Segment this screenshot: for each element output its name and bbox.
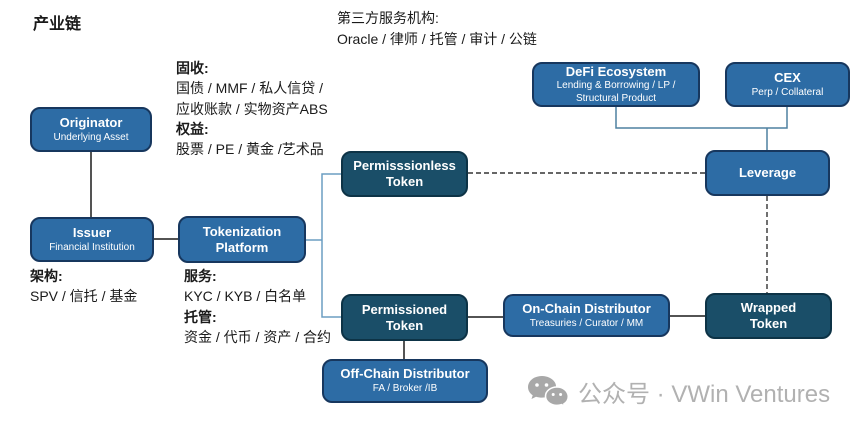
node-subtitle: Underlying Asset [53,131,129,143]
equity-items: 股票 / PE / 黄金 /艺术品 [176,141,324,158]
structure-heading: 架构: [30,268,63,284]
node-defi-ecosystem: DeFi Ecosystem Lending & Borrowing / LP … [532,62,700,107]
node-subtitle: FA / Broker /IB [372,383,438,395]
structure-note: 架构: SPV / 信托 / 基金 [30,266,180,307]
custody-items: 资金 / 代币 / 资产 / 合约 [184,328,332,345]
connector-defi-cex-leverage [615,107,788,150]
node-subtitle: Financial Institution [49,241,135,253]
node-title: Off-Chain Distributor [340,366,470,382]
node-title: Originator [59,114,123,130]
services-note: 服务: KYC / KYB / 白名单 托管: 资金 / 代币 / 资产 / 合… [184,266,334,347]
node-permissioned-token: Permissioned Token [341,294,468,341]
watermark-text: 公众号 · VWin Ventures [578,381,831,408]
services-items: KYC / KYB / 白名单 [184,288,307,305]
equity-heading: 权益: [176,120,209,137]
page-title: 产业链 [33,16,82,33]
third-party-services-note: 第三方服务机构: Oracle / 律师 / 托管 / 审计 / 公链 [337,8,537,50]
node-title: Leverage [738,165,797,181]
node-originator: Originator Underlying Asset [30,107,152,152]
third-party-items: Oracle / 律师 / 托管 / 审计 / 公链 [337,31,537,47]
services-heading: 服务: [184,268,217,284]
fixed-income-note: 固收: 国债 / MMF / 私人信贷 / 应收账款 / 实物资产ABS 权益:… [176,58,330,159]
node-permissionless-token: Permisssionless Token [341,151,468,197]
connector-tokenization-token-bracket [306,173,341,318]
node-wrapped-token: Wrapped Token [705,293,832,339]
wechat-icon [528,375,569,409]
node-issuer: Issuer Financial Institution [30,217,154,262]
structure-items: SPV / 信托 / 基金 [30,288,138,305]
custody-heading: 托管: [184,308,217,325]
fixed-income-heading: 固收: [176,60,209,76]
node-title: On-Chain Distributor [522,300,651,316]
node-leverage: Leverage [705,150,830,196]
node-subtitle: Lending & Borrowing / LP / Structural Pr… [556,80,676,104]
node-title: Permissioned Token [361,301,448,333]
node-title: Permisssionless Token [353,158,456,189]
node-tokenization-platform: Tokenization Platform [178,216,306,263]
node-title: Tokenization Platform [202,223,282,255]
node-title: CEX [774,69,801,85]
node-title: DeFi Ecosystem [565,63,667,79]
fixed-income-items: 国债 / MMF / 私人信贷 / 应收账款 / 实物资产ABS [176,80,328,117]
third-party-heading: 第三方服务机构: [337,10,439,26]
node-subtitle: Treasuries / Curator / MM [529,317,644,329]
node-cex: CEX Perp / Collateral [725,62,850,107]
node-onchain-distributor: On-Chain Distributor Treasuries / Curato… [503,294,670,337]
node-offchain-distributor: Off-Chain Distributor FA / Broker /IB [322,359,488,403]
node-title: Wrapped Token [740,300,797,331]
node-title: Issuer [72,224,112,240]
wechat-watermark: 公众号 · VWin Ventures [527,374,830,409]
node-subtitle: Perp / Collateral [751,86,824,98]
